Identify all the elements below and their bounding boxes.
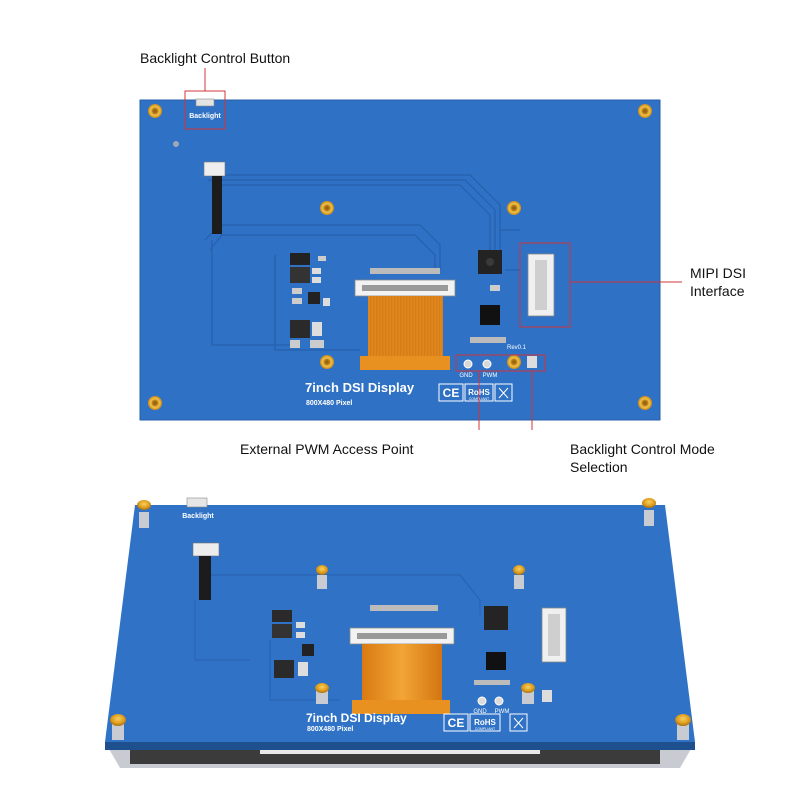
board-resolution-angled: 800X480 Pixel <box>307 726 353 733</box>
weee-icon <box>494 383 513 402</box>
display-frame <box>105 742 695 768</box>
pwm-label-angled: PWM <box>495 709 510 715</box>
mode-callout-line1: Backlight Control Mode <box>570 441 715 457</box>
small-ribbon-cable <box>212 176 222 234</box>
pcb-board-angled <box>105 505 695 742</box>
test-points <box>470 337 506 343</box>
gnd-label-angled: GND <box>473 709 487 715</box>
secondary-ic <box>480 305 500 325</box>
backlight-mode-callout: Backlight Control Mode Selection <box>570 440 715 476</box>
mipi-callout-line1: MIPI DSI <box>690 265 747 281</box>
pcb-traces <box>204 174 520 351</box>
mipi-callout-line2: Interface <box>690 283 745 299</box>
pcb-top-view: Backlight Rev0.1 GND PWM 7inch <box>139 68 682 430</box>
pcb-board <box>140 100 660 420</box>
pwm-callout: External PWM Access Point <box>240 441 414 457</box>
mipi-dsi-box <box>519 242 571 328</box>
pwm-mode-box <box>455 354 546 372</box>
board-title-angled: 7inch DSI Display <box>306 711 407 725</box>
backlight-silk-label-angled: Backlight <box>182 513 214 520</box>
rohs-mark-angled: RoHS <box>474 718 496 727</box>
weee-icon-angled <box>509 713 528 732</box>
standoffs-angled <box>110 498 691 740</box>
callout-leaders <box>204 68 682 430</box>
gnd-pad <box>463 359 473 369</box>
mode-callout-line2: Selection <box>570 459 628 475</box>
mounting-holes <box>148 104 652 410</box>
backlight-button-callout: Backlight Control Button <box>140 50 291 66</box>
display-fpc-cable <box>368 296 443 358</box>
rev-label: Rev0.1 <box>507 345 527 351</box>
ce-mark: CE <box>443 386 460 400</box>
small-fpc-connector <box>203 161 226 177</box>
backlight-button <box>195 98 215 107</box>
board-title: 7inch DSI Display <box>305 380 415 395</box>
backlight-silk-label: Backlight <box>189 113 221 120</box>
rohs-compliant-angled: COMPLIANT <box>475 727 496 731</box>
mipi-dsi-callout: MIPI DSI Interface <box>690 264 746 300</box>
pwm-label: PWM <box>483 373 498 379</box>
board-resolution: 800X480 Pixel <box>306 400 352 407</box>
pwm-pad <box>482 359 492 369</box>
power-components <box>290 253 330 348</box>
ce-mark-angled: CE <box>448 716 465 730</box>
backlight-mode-jumper <box>527 356 537 368</box>
gnd-label: GND <box>459 373 473 379</box>
display-fpc-base <box>360 356 450 370</box>
